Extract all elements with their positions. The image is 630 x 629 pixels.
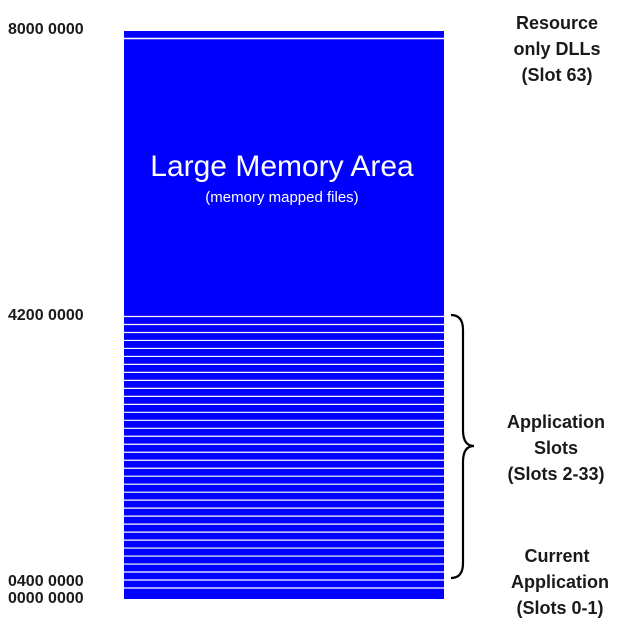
application-slots-label: Application Slots (Slots 2-33) bbox=[507, 412, 605, 484]
current-application-label-line1: Current bbox=[524, 546, 589, 566]
large-memory-area-subtitle: (memory mapped files) bbox=[205, 189, 358, 206]
address-label-slot-boundary: 4200 0000 bbox=[8, 307, 84, 324]
large-memory-area-title: Large Memory Area bbox=[150, 150, 414, 183]
current-application-label: Current Application (Slots 0-1) bbox=[511, 546, 609, 618]
application-slots-label-line1: Application bbox=[507, 412, 605, 432]
memory-block: Large Memory Area (memory mapped files) bbox=[124, 31, 444, 599]
current-application-label-line3: (Slots 0-1) bbox=[516, 598, 603, 618]
current-application-label-line2: Application bbox=[511, 572, 609, 592]
address-label-bottom: 0000 0000 bbox=[8, 590, 84, 607]
application-slots-label-line3: (Slots 2-33) bbox=[507, 464, 604, 484]
resource-dlls-label-line2: only DLLs bbox=[513, 39, 600, 59]
address-label-current-app: 0400 0000 bbox=[8, 573, 84, 590]
resource-dlls-label-line3: (Slot 63) bbox=[521, 65, 592, 85]
application-slots-brace bbox=[450, 313, 475, 580]
application-slots-label-line2: Slots bbox=[534, 438, 578, 458]
application-slot-lines bbox=[124, 315, 444, 589]
memory-block-background bbox=[124, 31, 444, 599]
resource-dlls-label-line1: Resource bbox=[516, 13, 598, 33]
resource-dlls-label: Resource only DLLs (Slot 63) bbox=[513, 13, 600, 85]
address-label-top: 8000 0000 bbox=[8, 21, 84, 38]
